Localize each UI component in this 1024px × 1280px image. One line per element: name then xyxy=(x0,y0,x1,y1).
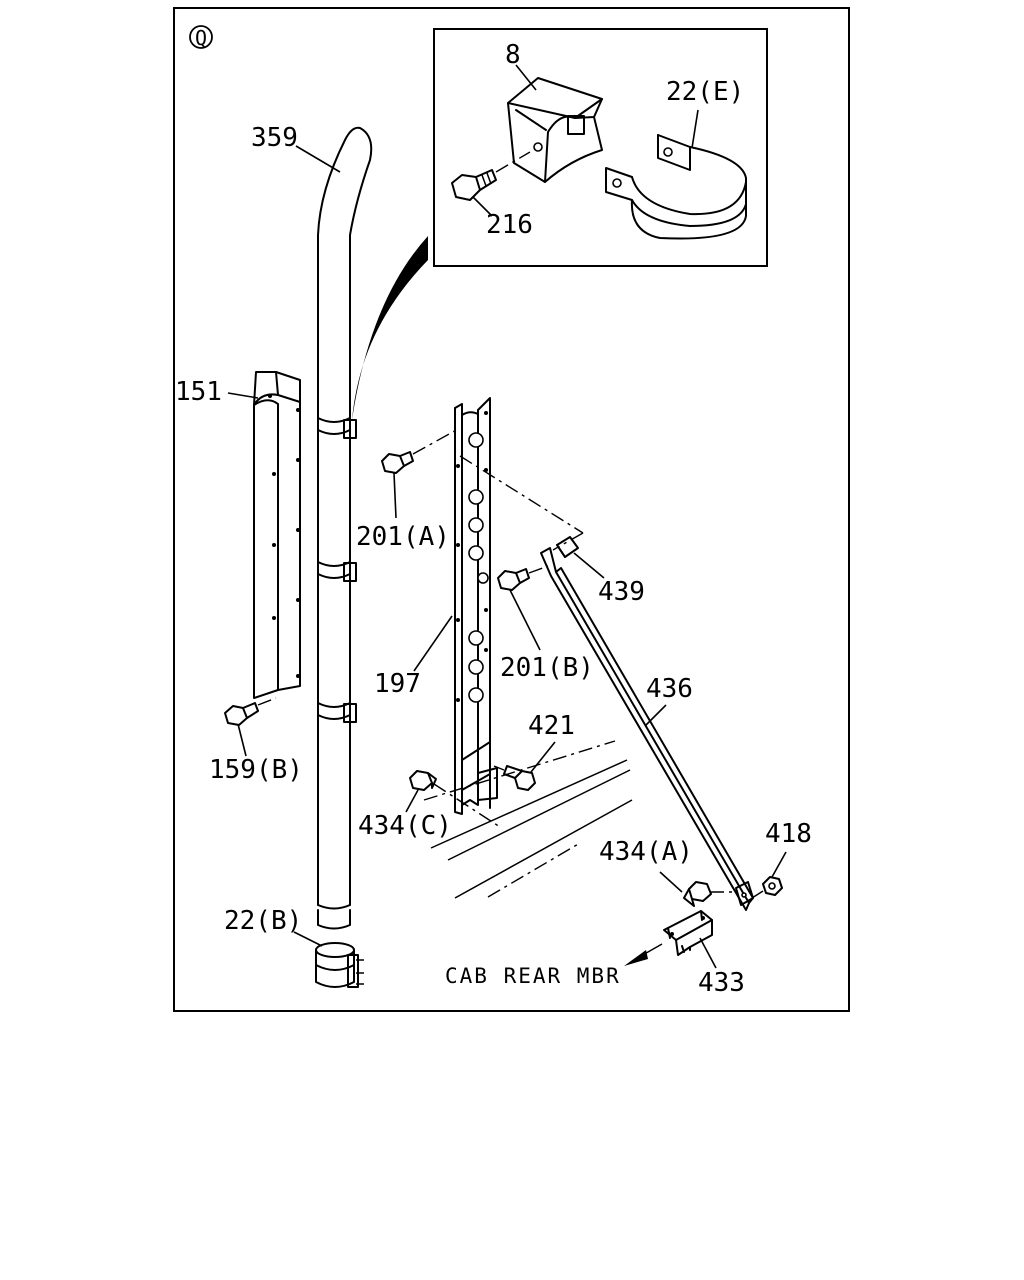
bolt-421 xyxy=(503,765,536,791)
callout-433: 433 xyxy=(698,968,745,998)
callout-201b: 201(B) xyxy=(500,653,594,683)
nut-418 xyxy=(762,876,783,896)
bracket-8 xyxy=(507,77,603,183)
bolt-216 xyxy=(451,169,497,201)
clamp-22b xyxy=(315,942,364,988)
callout-436: 436 xyxy=(646,674,693,704)
sheet-marker: Q xyxy=(189,25,213,50)
direction-note: CAB REAR MBR xyxy=(445,964,621,988)
inset-detail xyxy=(433,28,768,267)
callout-151: 151 xyxy=(175,377,222,407)
spacer-439 xyxy=(556,536,579,558)
callout-22b: 22(B) xyxy=(224,906,302,936)
callout-201a: 201(A) xyxy=(356,522,450,552)
callout-418: 418 xyxy=(765,819,812,849)
direction-arrow xyxy=(624,943,663,966)
bracket-197 xyxy=(454,397,498,815)
callout-434a: 434(A) xyxy=(599,837,693,867)
bracket-433 xyxy=(663,910,713,956)
callout-8: 8 xyxy=(505,40,521,70)
callout-421: 421 xyxy=(528,711,575,741)
bolt-159b xyxy=(224,702,259,726)
callout-labels: 8 22(E) 216 359 151 201(A) 439 197 201(B… xyxy=(175,40,812,998)
exhaust-pipe-359 xyxy=(317,126,373,930)
heat-shield-151 xyxy=(253,371,301,699)
bolt-434c xyxy=(409,770,437,791)
bolt-201b xyxy=(497,568,530,591)
sheet-marker-label: Q xyxy=(195,26,207,50)
diagram-frame xyxy=(173,7,850,1012)
bolt-434a xyxy=(683,881,712,907)
bolt-201a xyxy=(381,451,414,474)
callout-439: 439 xyxy=(598,577,645,607)
callout-22e: 22(E) xyxy=(666,77,744,107)
detail-leader-wedge xyxy=(352,236,428,420)
callout-159b: 159(B) xyxy=(209,755,303,785)
callout-216: 216 xyxy=(486,210,533,240)
clamp-22e xyxy=(605,134,747,240)
callout-359: 359 xyxy=(251,123,298,153)
callout-434c: 434(C) xyxy=(358,811,452,841)
callout-197: 197 xyxy=(374,669,421,699)
